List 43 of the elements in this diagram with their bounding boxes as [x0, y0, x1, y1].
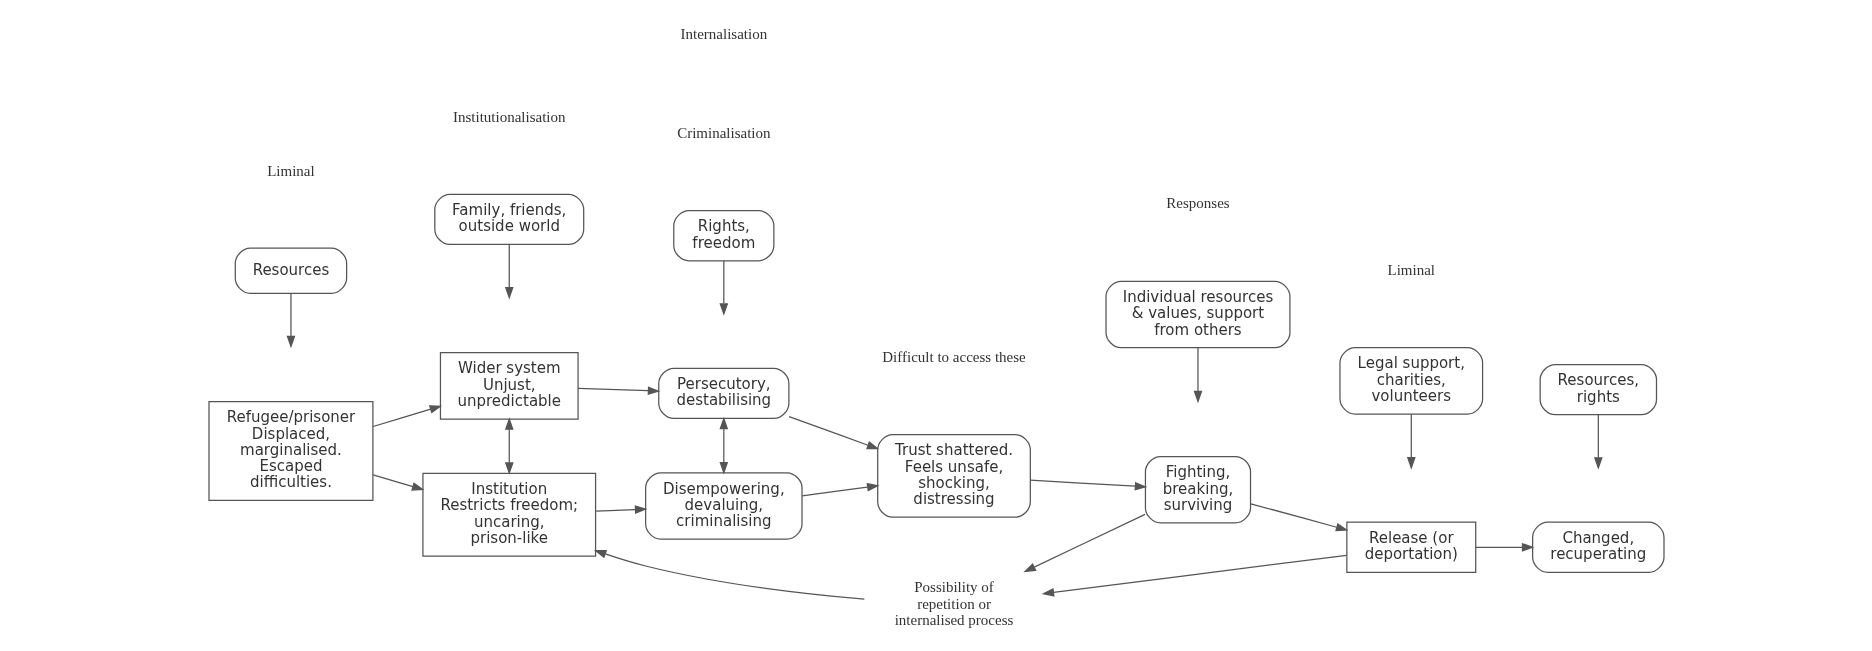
node-box: Disempowering, devaluing, criminalising	[644, 472, 803, 540]
node-box: Individual resources & values, support from others	[1104, 280, 1291, 349]
label: Internalisation	[680, 26, 767, 43]
arrow	[718, 416, 728, 475]
node-box: Legal support, charities, volunteers	[1338, 347, 1483, 415]
label: Difficult to access these	[881, 349, 1026, 366]
arrow	[1593, 414, 1603, 470]
arrow	[504, 243, 514, 300]
label: Liminal	[266, 162, 315, 179]
arrow	[1193, 347, 1202, 404]
arrow	[1474, 542, 1534, 552]
arrow	[372, 405, 442, 428]
node-box: Family, friends, outside world	[433, 193, 584, 246]
arrow	[801, 482, 880, 497]
node-box: Refugee/prisoner Displaced, marginalised. Escaped difficulties.	[207, 400, 373, 501]
arrow	[1406, 413, 1416, 470]
node-box: Changed, recuperating	[1531, 521, 1665, 573]
node-box: Persecutory, destabilising	[657, 367, 789, 419]
label: Responses	[1165, 195, 1230, 212]
node-box: Resources, rights	[1539, 363, 1657, 416]
node-box: Trust shattered. Feels unsafe, shocking, distressing	[876, 434, 1031, 518]
label: Liminal	[1387, 261, 1435, 278]
arrow	[1022, 513, 1146, 573]
node-box: Institution Restricts freedom; uncaring, prison-like	[421, 472, 596, 557]
node-box: Release (or deportation)	[1345, 521, 1476, 573]
arrow	[372, 474, 424, 491]
arrow	[593, 549, 865, 600]
arrow	[787, 415, 879, 450]
arrow	[577, 386, 660, 396]
label: Criminalisation	[676, 125, 770, 142]
arrow	[286, 293, 295, 349]
arrow	[1029, 479, 1147, 491]
arrow	[718, 260, 728, 316]
arrow	[1249, 503, 1348, 532]
node-box: Wider system Unjust, unpredictable	[439, 352, 579, 420]
node-text: Possibility of repetition or internalised process	[894, 579, 1013, 628]
node-box: Fighting, breaking, surviving	[1144, 455, 1251, 524]
label: Institutionalisation	[452, 109, 566, 126]
arrow	[1041, 554, 1347, 597]
arrow	[504, 417, 514, 475]
arrow	[595, 505, 647, 514]
node-box: Resources	[234, 247, 347, 294]
node-box: Rights, freedom	[672, 210, 774, 262]
